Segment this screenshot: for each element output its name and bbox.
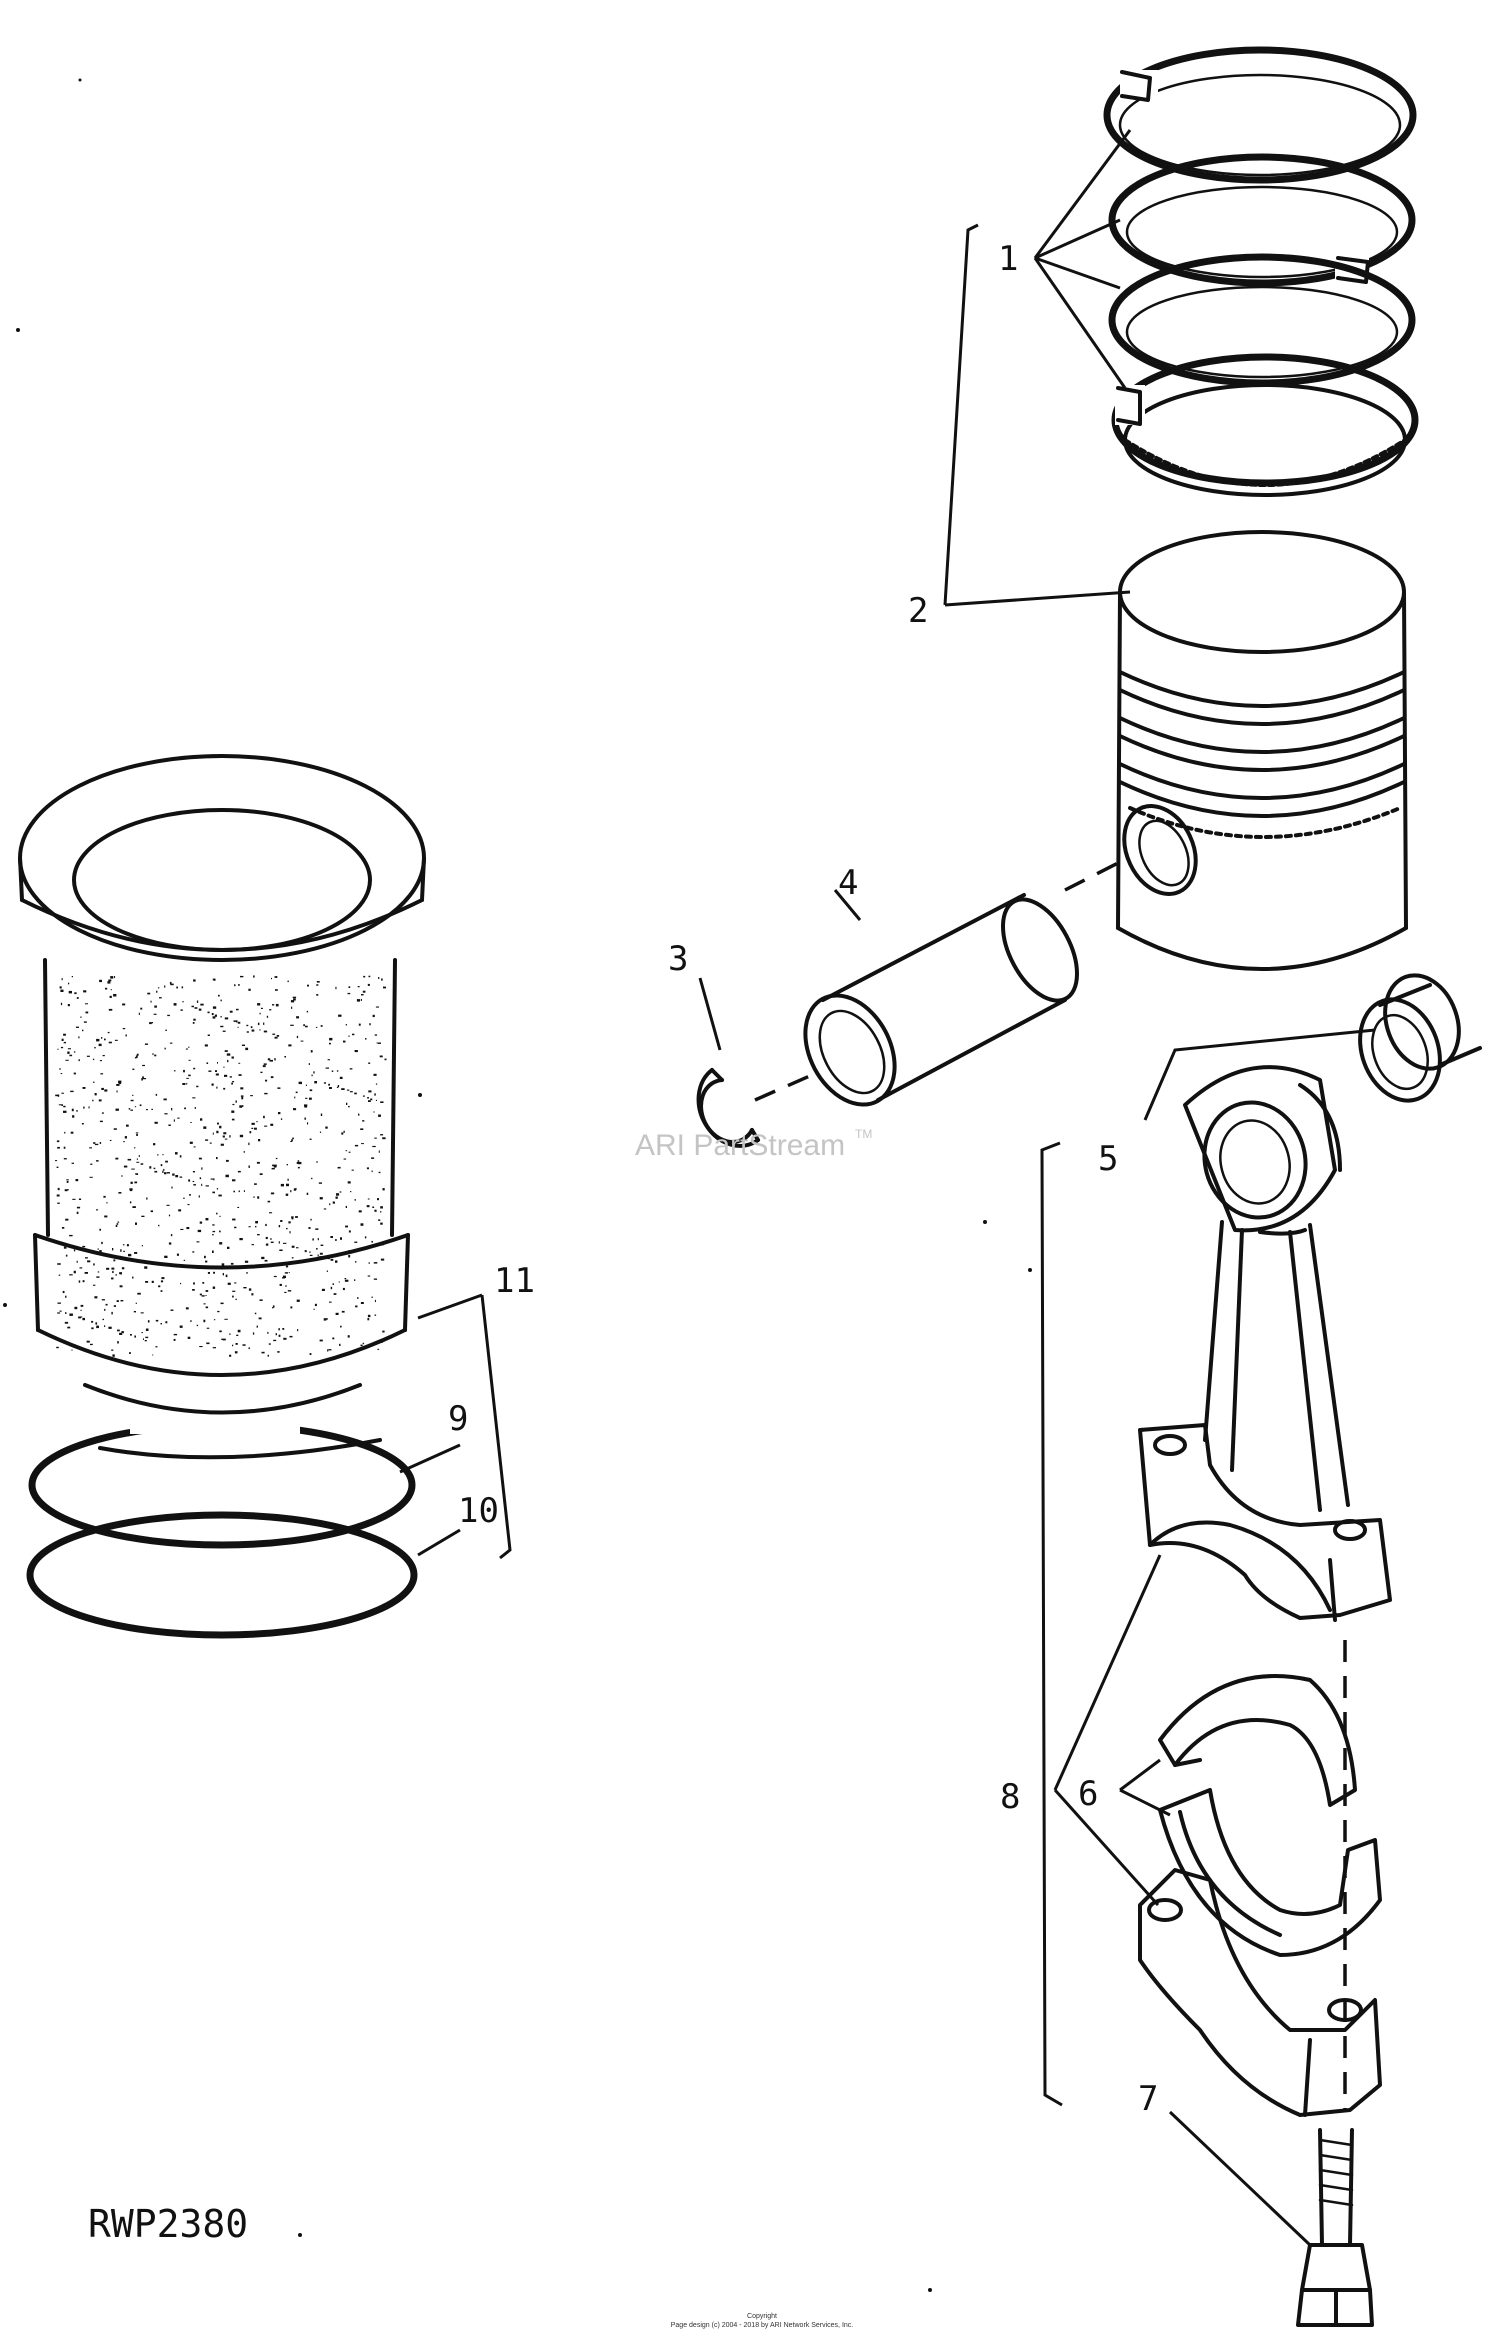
callout-10[interactable]: 10	[458, 1491, 499, 1531]
bracket-2	[943, 223, 1131, 607]
callout-9[interactable]: 9	[448, 1399, 468, 1439]
cylinder-liner[interactable]	[18, 754, 426, 1415]
piston[interactable]	[1111, 530, 1408, 971]
connecting-rod[interactable]	[1138, 1065, 1392, 1622]
connecting-rod-bolt[interactable]	[1296, 2128, 1374, 2327]
bearing-shell-lower[interactable]	[1158, 1788, 1382, 1957]
bracket-11	[399, 1293, 512, 1560]
liner-bore-texture	[55, 975, 387, 1357]
piston-ring-second	[1108, 153, 1416, 287]
callout-3[interactable]: 3	[668, 939, 688, 979]
copyright-line: Page design (c) 2004 - 2018 by ARI Netwo…	[671, 2322, 854, 2329]
pin-axis-line	[1064, 860, 1121, 892]
scan-specks	[3, 78, 1032, 2292]
connecting-rod-cap[interactable]	[1138, 1868, 1382, 2117]
piston-pin[interactable]	[787, 887, 1092, 1120]
callout-1[interactable]: 1	[998, 239, 1018, 279]
bracket-8	[1040, 1141, 1162, 2107]
callout-5[interactable]: 5	[1098, 1139, 1118, 1179]
callout-7[interactable]: 7	[1138, 2079, 1158, 2119]
svg-text:TM: TM	[855, 1127, 872, 1141]
callout-8[interactable]: 8	[1000, 1777, 1020, 1817]
svg-text:ARI PartStream: ARI PartStream	[635, 1129, 845, 1162]
callout-2[interactable]: 2	[908, 591, 928, 631]
piston-ring-third	[1108, 253, 1416, 387]
piston-pin-bore	[1122, 804, 1198, 896]
watermark: ARI PartStream TM	[635, 1127, 872, 1162]
piston-ring-top	[1103, 46, 1417, 184]
copyright-heading: Copyright	[747, 2313, 777, 2320]
callout-6[interactable]: 6	[1078, 1774, 1098, 1814]
pin-axis-line-2	[754, 1073, 813, 1102]
callout-11[interactable]: 11	[494, 1261, 535, 1301]
figure-id: RWP2380	[88, 2202, 248, 2246]
leader-lines-6	[1119, 1758, 1171, 1817]
snap-ring[interactable]	[696, 1068, 760, 1148]
bearing-shell-upper[interactable]	[1158, 1674, 1357, 1807]
o-ring-lower[interactable]	[26, 1511, 418, 1639]
piston-rings[interactable]	[1103, 46, 1419, 497]
leader-lines-1	[1033, 129, 1132, 389]
callout-4[interactable]: 4	[838, 863, 858, 903]
piston-pin-bushing[interactable]	[1347, 965, 1482, 1112]
